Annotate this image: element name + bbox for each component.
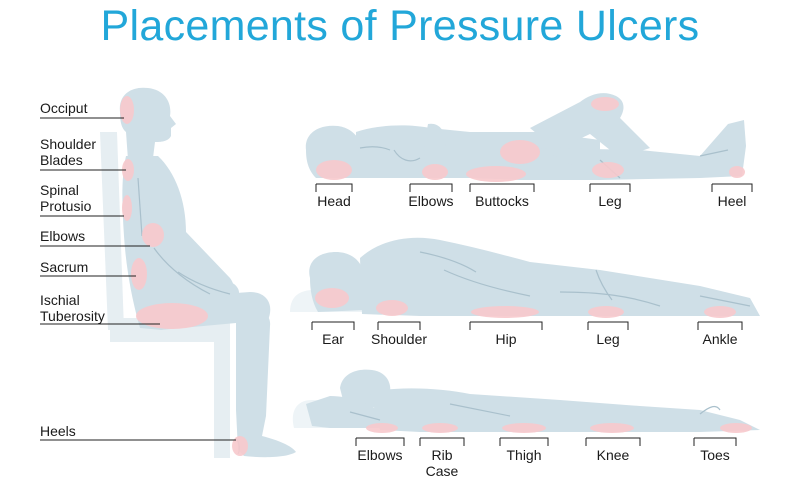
label-buttocks: Buttocks (475, 193, 529, 209)
label-elbows-sitting: Elbows (40, 228, 86, 244)
label-thigh: Thigh (506, 447, 542, 463)
prone-figure (292, 369, 760, 446)
label-heel: Heel (717, 193, 747, 209)
label-shoulder: Shoulder (370, 331, 428, 347)
label-spinal-protusio: Spinal Protusio (40, 182, 92, 214)
label-shoulder-blades: Shoulder Blades (40, 136, 97, 168)
label-elbows-supine: Elbows (408, 193, 454, 209)
label-rib-case: Rib Case (425, 447, 459, 479)
supine-figure (305, 93, 753, 192)
label-leg-side: Leg (596, 331, 620, 347)
side-lying-figure (290, 237, 760, 330)
label-knee: Knee (596, 447, 630, 463)
sitting-figure (40, 87, 296, 458)
label-elbows-prone: Elbows (357, 447, 403, 463)
label-ischial-tuberosity: Ischial Tuberosity (40, 292, 105, 324)
label-toes: Toes (700, 447, 730, 463)
label-heels: Heels (40, 423, 76, 439)
label-ear: Ear (322, 331, 344, 347)
label-head: Head (317, 193, 351, 209)
label-occiput: Occiput (40, 100, 88, 116)
label-hip: Hip (495, 331, 517, 347)
label-leg-supine: Leg (598, 193, 622, 209)
label-sacrum: Sacrum (40, 259, 89, 275)
label-ankle: Ankle (702, 331, 738, 347)
page-title: Placements of Pressure Ulcers (100, 2, 700, 50)
